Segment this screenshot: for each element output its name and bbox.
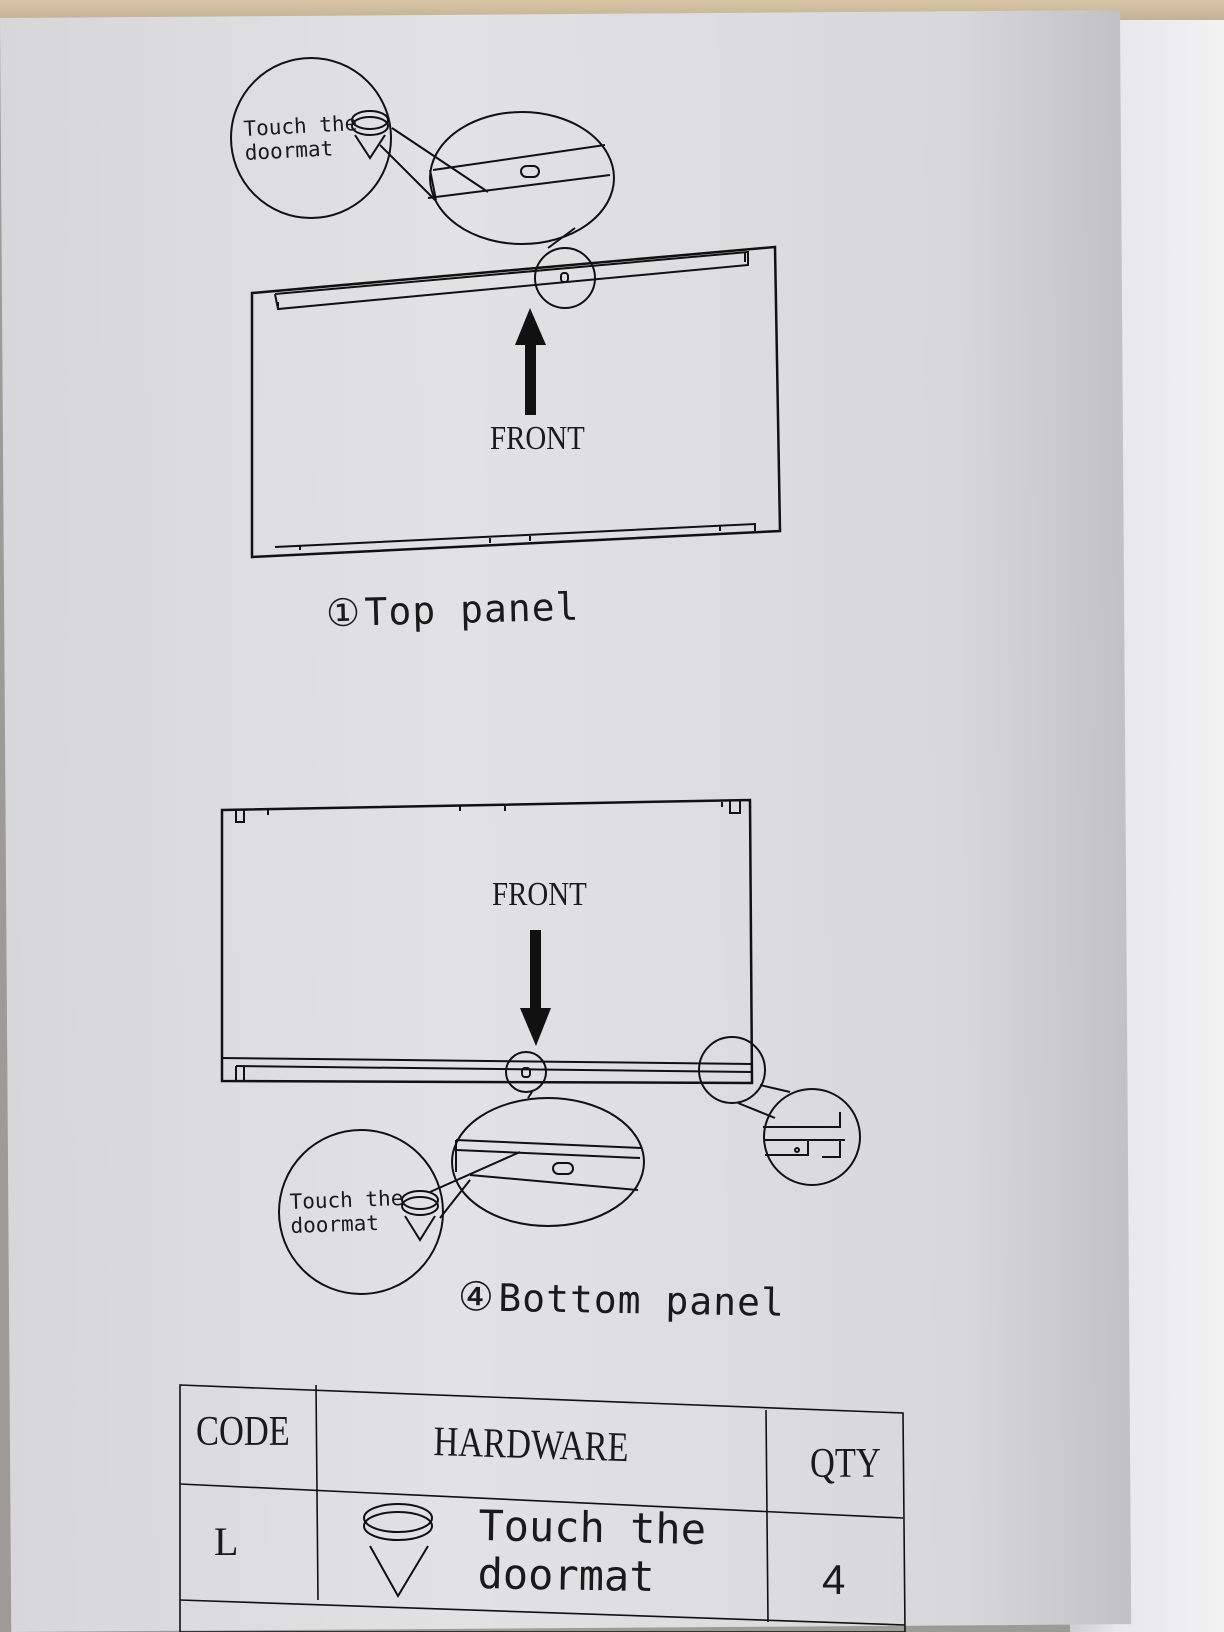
- bottom-corner-zoom-circle: [763, 1088, 861, 1186]
- bottom-panel-caption-text: Bottom panel: [497, 1275, 786, 1325]
- top-panel-caption: ① Top panel: [325, 585, 580, 637]
- bottom-front-arrow-icon: [520, 930, 551, 1046]
- table-cell-hardware-line2: doormat: [477, 1549, 656, 1602]
- top-panel-diagram: [230, 57, 782, 559]
- bottom-callout-circle: [278, 1129, 444, 1295]
- top-panel-rail: [274, 250, 749, 311]
- table-cell-qty: 4: [822, 1556, 846, 1603]
- top-panel-outline: [250, 245, 782, 559]
- bottom-front-label: FRONT: [492, 876, 587, 913]
- bottom-panel-corner-detail-circle: [698, 1036, 766, 1104]
- top-callout-bumper-icon: [351, 110, 389, 160]
- doormat-bumper-icon: [363, 1503, 433, 1598]
- top-panel-number: ①: [325, 592, 361, 636]
- bottom-panel-diagram: [220, 798, 861, 1295]
- bottom-panel-caption: ④ Bottom panel: [458, 1273, 786, 1326]
- table-header-hardware: HARDWARE: [432, 1418, 630, 1472]
- top-front-label: FRONT: [490, 420, 585, 457]
- top-panel-bottom-rail: [274, 522, 756, 548]
- table-cell-hardware: Touch the doormat: [477, 1501, 707, 1602]
- table-header-qty: QTY: [810, 1441, 881, 1487]
- top-panel-zoom-ellipse: [429, 111, 615, 245]
- bottom-callout-line2: doormat: [290, 1210, 380, 1238]
- bottom-callout-line1: Touch the: [289, 1186, 404, 1214]
- top-callout-circle: [230, 57, 392, 219]
- table-cell-code: L: [214, 1519, 239, 1564]
- table-header-code: CODE: [196, 1409, 290, 1455]
- table-cell-hardware-line1: Touch the: [478, 1501, 707, 1554]
- bottom-callout-label: Touch the doormat: [289, 1186, 404, 1238]
- top-panel-caption-text: Top panel: [363, 584, 580, 635]
- bottom-callout-bumper-icon: [401, 1190, 439, 1242]
- hardware-table: [179, 1384, 906, 1632]
- bottom-panel-number: ④: [457, 1274, 495, 1320]
- bottom-panel-hole-detail-circle: [505, 1051, 547, 1093]
- top-front-arrow-icon: [515, 308, 546, 415]
- top-callout-label: Touch the doormat: [243, 111, 359, 165]
- top-panel-hole-detail-circle: [534, 247, 596, 309]
- bottom-panel-zoom-ellipse: [451, 1097, 645, 1227]
- bottom-panel-outline: [220, 798, 754, 1085]
